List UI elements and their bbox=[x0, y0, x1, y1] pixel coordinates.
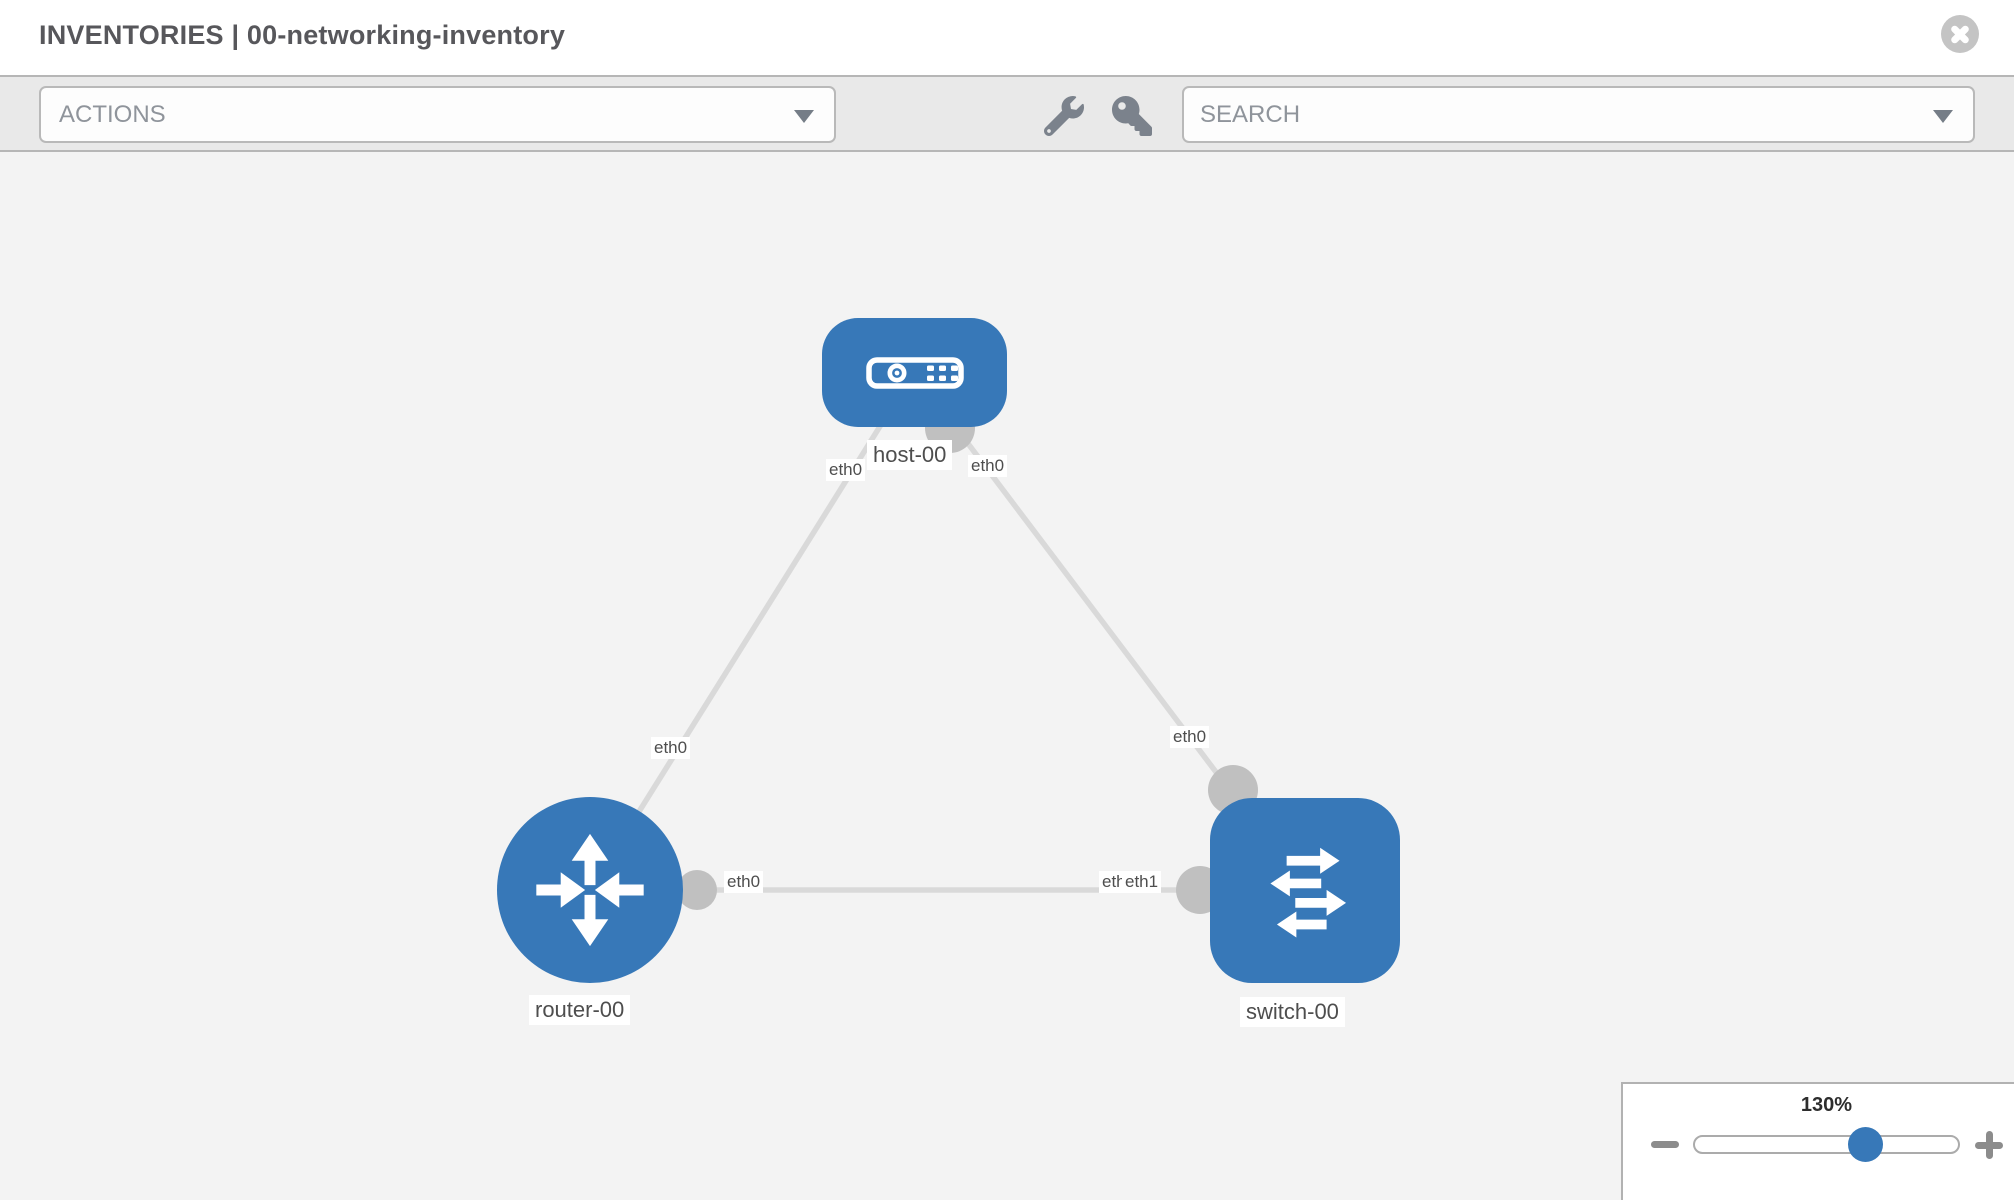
chevron-down-icon bbox=[1933, 110, 1953, 123]
link-router-host bbox=[587, 370, 917, 892]
close-icon[interactable] bbox=[1941, 15, 1979, 53]
zoom-in-button[interactable] bbox=[1975, 1131, 2003, 1159]
actions-dropdown[interactable]: ACTIONS bbox=[39, 86, 836, 143]
node-host-00[interactable] bbox=[822, 318, 1007, 427]
interface-label-switch-eth0-top: eth0 bbox=[1170, 726, 1210, 748]
actions-dropdown-label: ACTIONS bbox=[59, 101, 166, 128]
node-label-switch-00: switch-00 bbox=[1240, 997, 1345, 1027]
node-switch-00[interactable] bbox=[1210, 798, 1400, 983]
zoom-out-button[interactable] bbox=[1651, 1141, 1679, 1148]
zoom-slider-track[interactable] bbox=[1693, 1135, 1960, 1154]
node-label-host-00: host-00 bbox=[867, 440, 953, 470]
host-icon bbox=[865, 356, 964, 389]
zoom-level-value: 130% bbox=[1800, 1094, 1853, 1116]
search-dropdown[interactable] bbox=[1182, 86, 1975, 143]
router-icon bbox=[536, 833, 644, 947]
interface-label-router-eth0-uplink: eth0 bbox=[651, 737, 691, 759]
interface-label-host-eth0-left: eth0 bbox=[826, 459, 866, 481]
zoom-slider-knob[interactable] bbox=[1848, 1127, 1883, 1162]
interface-dot-router bbox=[677, 870, 717, 910]
zoom-panel: 130% bbox=[1621, 1082, 2014, 1200]
node-label-router-00: router-00 bbox=[529, 995, 631, 1025]
key-icon[interactable] bbox=[1112, 96, 1152, 136]
page-title: INVENTORIES | 00-networking-inventory bbox=[39, 20, 566, 50]
search-input[interactable] bbox=[1200, 90, 1900, 139]
interface-label-host-eth0-right: eth0 bbox=[968, 455, 1008, 477]
topology-canvas[interactable] bbox=[0, 152, 2014, 1200]
titlebar: INVENTORIES | 00-networking-inventory bbox=[0, 0, 2014, 75]
interface-label-router-eth0-link: eth0 bbox=[724, 871, 764, 893]
node-router-00[interactable] bbox=[497, 797, 683, 983]
wrench-icon[interactable] bbox=[1044, 96, 1084, 136]
switch-icon bbox=[1270, 847, 1347, 937]
interface-label-switch-eth1-front: eth1 bbox=[1122, 871, 1162, 893]
chevron-down-icon bbox=[794, 110, 814, 123]
